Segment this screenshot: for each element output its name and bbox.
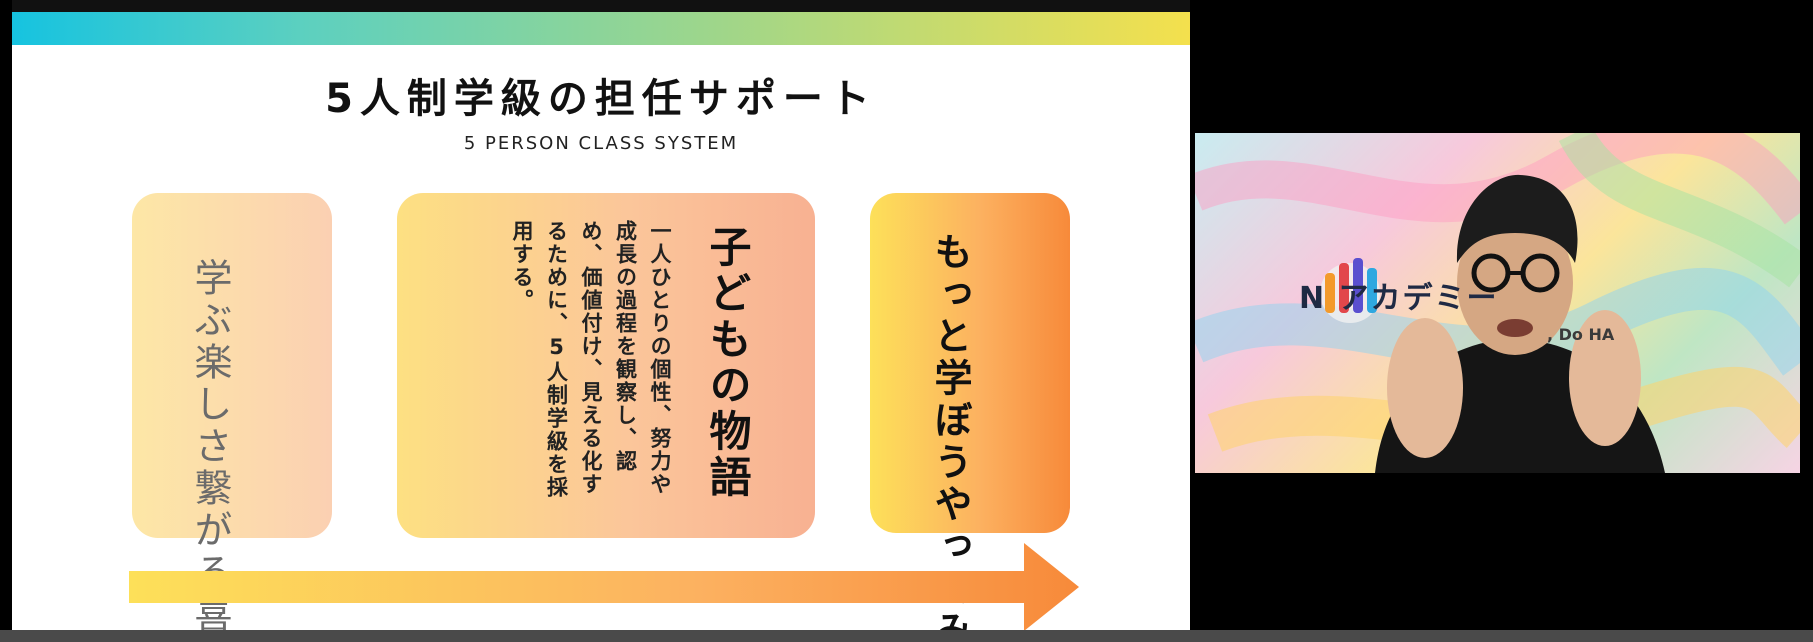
card-joy-of-learning-text: 学ぶ楽しさ繋がる喜び	[182, 258, 238, 488]
card-child-story-body: 一人ひとりの個性、努力や成長の過程を観察し、認め、価値付け、見える化するために、…	[457, 220, 677, 510]
webcam-logo-text: N アカデミー	[1299, 273, 1499, 317]
presentation-slide: 5人制学級の担任サポート 5 PERSON CLASS SYSTEM 学ぶ楽しさ…	[12, 0, 1190, 630]
webcam-video-feed: N アカデミー , Do HA	[1195, 133, 1800, 473]
progress-arrow	[129, 543, 1089, 630]
slide-gradient-header-bar	[12, 12, 1190, 45]
window-bottom-strip	[0, 630, 1813, 642]
slide-top-edge	[12, 0, 1190, 12]
slide-title: 5人制学級の担任サポート	[12, 66, 1190, 124]
webcam-logo-tagline: , Do HA	[1547, 325, 1614, 344]
card-lets-learn-more-text: もっと学ぼうやってみよう	[922, 232, 978, 482]
card-child-story-heading: 子どもの物語	[702, 225, 752, 501]
slide-subtitle: 5 PERSON CLASS SYSTEM	[12, 133, 1190, 154]
